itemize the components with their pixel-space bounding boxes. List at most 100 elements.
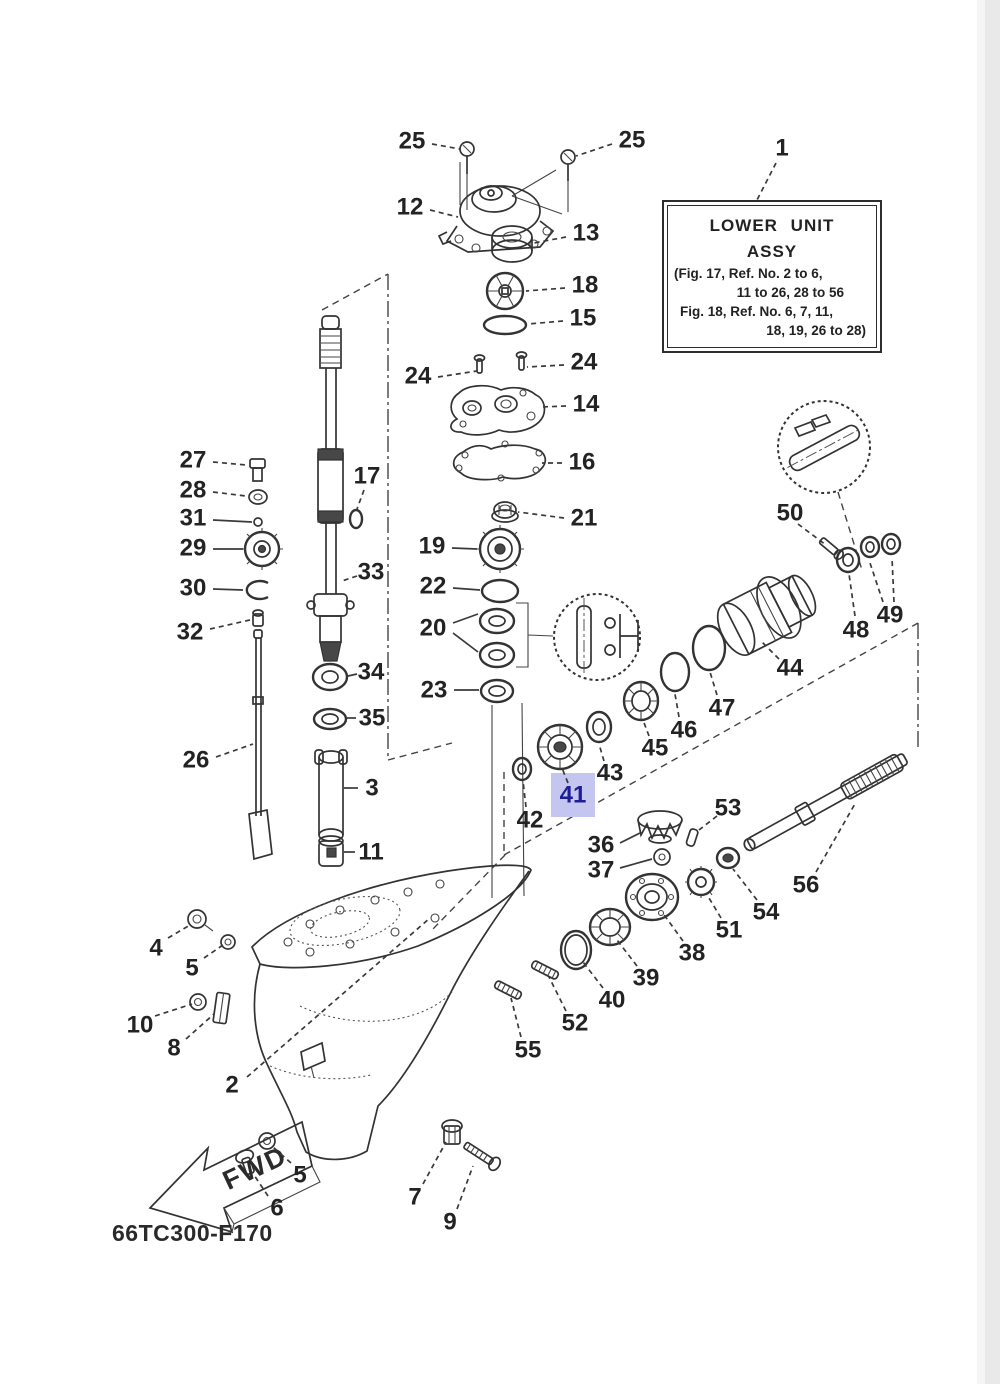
callout-22[interactable]: 22 bbox=[420, 573, 447, 600]
callout-53[interactable]: 53 bbox=[715, 795, 742, 822]
callout-32[interactable]: 32 bbox=[177, 619, 204, 646]
callout-11[interactable]: 11 bbox=[358, 839, 383, 866]
callout-4[interactable]: 4 bbox=[149, 935, 163, 962]
callout-18[interactable]: 18 bbox=[572, 272, 599, 299]
callout-24[interactable]: 24 bbox=[571, 349, 598, 376]
gearcase-housing-part-2-drawing bbox=[250, 864, 532, 1161]
callout-39[interactable]: 39 bbox=[633, 965, 660, 992]
callout-38[interactable]: 38 bbox=[679, 940, 706, 967]
clutch-detail-circle bbox=[777, 400, 871, 494]
callout-5[interactable]: 5 bbox=[293, 1162, 306, 1189]
callout-49[interactable]: 49 bbox=[877, 602, 904, 629]
callout-50[interactable]: 50 bbox=[777, 500, 804, 527]
assy-ref-line3: Fig. 18, Ref. No. 6, 7, 11, bbox=[680, 304, 834, 320]
plate-part-14 bbox=[450, 384, 546, 436]
leader-line-6 bbox=[251, 1171, 269, 1197]
callout-29[interactable]: 29 bbox=[180, 535, 207, 562]
callout-46[interactable]: 46 bbox=[671, 717, 698, 744]
leader-line-7 bbox=[422, 1141, 447, 1185]
callout-8[interactable]: 8 bbox=[167, 1035, 180, 1062]
callout-48[interactable]: 48 bbox=[843, 617, 870, 644]
leader-line-41 bbox=[561, 767, 569, 784]
leader-line-14 bbox=[539, 405, 567, 408]
callout-12[interactable]: 12 bbox=[397, 194, 424, 221]
gear-part-29 bbox=[241, 528, 283, 570]
callout-10[interactable]: 10 bbox=[127, 1012, 154, 1039]
callout-34[interactable]: 34 bbox=[358, 659, 385, 686]
leader-line-49 bbox=[868, 559, 884, 603]
callout-45[interactable]: 45 bbox=[642, 735, 669, 762]
bolt-part-4 bbox=[187, 909, 214, 932]
callout-28[interactable]: 28 bbox=[180, 477, 207, 504]
callout-25[interactable]: 25 bbox=[399, 128, 426, 155]
callout-1[interactable]: 1 bbox=[775, 135, 788, 162]
callout-3[interactable]: 3 bbox=[365, 775, 378, 802]
callout-52[interactable]: 52 bbox=[562, 1010, 589, 1037]
water-inlet-flag bbox=[300, 1041, 326, 1079]
callout-40[interactable]: 40 bbox=[599, 987, 626, 1014]
callout-17[interactable]: 17 bbox=[354, 463, 381, 490]
callout-21[interactable]: 21 bbox=[571, 505, 598, 532]
callout-16[interactable]: 16 bbox=[569, 449, 596, 476]
assy-title-line2: ASSY bbox=[746, 241, 798, 261]
callout-37[interactable]: 37 bbox=[588, 857, 615, 884]
callout-2[interactable]: 2 bbox=[225, 1072, 238, 1099]
leader-line-43 bbox=[598, 743, 605, 762]
callout-7[interactable]: 7 bbox=[408, 1184, 421, 1211]
screw-part-9 bbox=[463, 1141, 502, 1172]
leader-line-20 bbox=[452, 632, 479, 653]
leader-line-22 bbox=[452, 587, 481, 591]
callout-35[interactable]: 35 bbox=[359, 705, 386, 732]
callout-31[interactable]: 31 bbox=[180, 505, 207, 532]
section-boundary-lines bbox=[321, 273, 919, 931]
callout-51[interactable]: 51 bbox=[716, 917, 743, 944]
leader-line-46 bbox=[674, 693, 680, 718]
callout-25[interactable]: 25 bbox=[619, 127, 646, 154]
assy-ref-line1: (Fig. 17, Ref. No. 2 to 6, bbox=[674, 266, 823, 281]
callout-47[interactable]: 47 bbox=[709, 695, 736, 722]
leader-line-44 bbox=[761, 641, 780, 660]
callout-15[interactable]: 15 bbox=[570, 305, 597, 332]
callout-24[interactable]: 24 bbox=[405, 363, 432, 390]
callout-33[interactable]: 33 bbox=[358, 559, 385, 586]
callout-44[interactable]: 44 bbox=[777, 655, 804, 682]
leader-line-32 bbox=[209, 619, 251, 630]
callout-19[interactable]: 19 bbox=[419, 533, 446, 560]
washer-part-5-upper bbox=[220, 934, 236, 950]
callout-27[interactable]: 27 bbox=[180, 447, 207, 474]
callout-54[interactable]: 54 bbox=[753, 899, 780, 926]
gasket-ring-part-15 bbox=[482, 314, 528, 336]
callout-30[interactable]: 30 bbox=[180, 575, 207, 602]
callout-5[interactable]: 5 bbox=[185, 955, 198, 982]
collar-part-11 bbox=[318, 835, 344, 867]
leader-line-12 bbox=[429, 209, 459, 218]
callout-6[interactable]: 6 bbox=[270, 1195, 283, 1222]
lower-unit-assy-box: LOWER UNIT ASSY (Fig. 17, Ref. No. 2 to … bbox=[662, 200, 882, 353]
assy-ref-line4: 18, 19, 26 to 28) bbox=[766, 323, 866, 339]
callout-56[interactable]: 56 bbox=[793, 872, 820, 899]
assy-ref-line2: 11 to 26, 28 to 56 bbox=[736, 285, 844, 301]
callout-42[interactable]: 42 bbox=[517, 807, 544, 834]
callout-14[interactable]: 14 bbox=[573, 391, 600, 418]
leader-line-25 bbox=[575, 143, 613, 157]
leader-line-4 bbox=[167, 924, 191, 939]
leader-line-18 bbox=[525, 287, 566, 292]
leader-line-26 bbox=[215, 743, 254, 758]
clutch-gear-part-51 bbox=[685, 866, 717, 898]
callout-41[interactable]: 41 bbox=[560, 782, 587, 809]
callout-43[interactable]: 43 bbox=[597, 760, 624, 787]
bearing-part-39 bbox=[588, 907, 632, 947]
callout-23[interactable]: 23 bbox=[421, 677, 448, 704]
callout-20[interactable]: 20 bbox=[420, 615, 447, 642]
housing-fasteners-drawing bbox=[187, 909, 502, 1175]
leader-line-38 bbox=[661, 911, 684, 942]
callout-55[interactable]: 55 bbox=[515, 1037, 542, 1064]
callout-9[interactable]: 9 bbox=[443, 1209, 456, 1236]
assy-title-line1: LOWER UNIT bbox=[709, 216, 835, 235]
leader-line-34 bbox=[347, 673, 358, 677]
callout-36[interactable]: 36 bbox=[588, 832, 615, 859]
leader-line-54 bbox=[732, 868, 758, 901]
callout-13[interactable]: 13 bbox=[573, 220, 600, 247]
callout-26[interactable]: 26 bbox=[183, 747, 210, 774]
